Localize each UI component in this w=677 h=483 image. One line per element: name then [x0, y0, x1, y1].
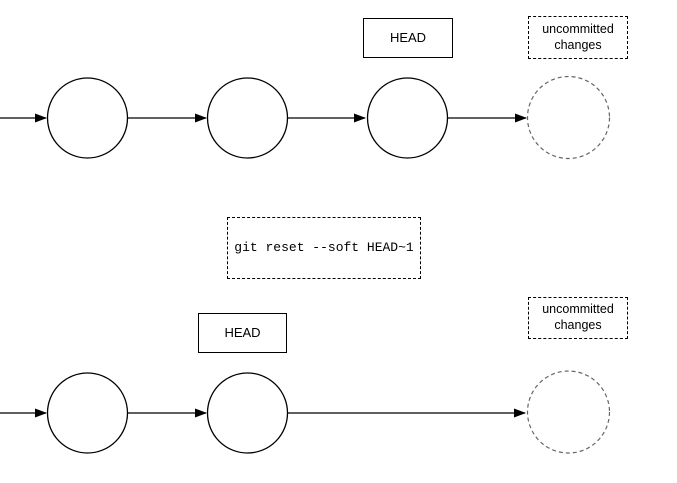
uncommitted-changes-label-top: uncommitted changes [542, 21, 614, 52]
uncommitted-changes-label-bottom: uncommitted changes [542, 302, 614, 332]
git-command-text: git reset --soft HEAD~1 [234, 239, 414, 255]
uncommitted-changes-node-top [526, 75, 611, 160]
head-label-bottom: HEAD [224, 324, 261, 340]
commit-node-top-1 [46, 77, 129, 159]
commit-node-top-3 [366, 77, 449, 159]
head-label-box-bottom: HEAD [198, 313, 287, 353]
head-label-top: HEAD [389, 29, 427, 45]
commit-node-bottom-1 [46, 372, 129, 454]
head-label-box-top: HEAD [363, 18, 453, 58]
git-command-box: git reset --soft HEAD~1 [227, 217, 421, 279]
uncommitted-changes-node-bottom [526, 370, 611, 454]
commit-node-top-2 [206, 77, 289, 159]
uncommitted-changes-label-box-top: uncommitted changes [528, 16, 628, 59]
commit-node-bottom-2 [206, 372, 289, 454]
uncommitted-changes-label-box-bottom: uncommitted changes [528, 297, 628, 339]
